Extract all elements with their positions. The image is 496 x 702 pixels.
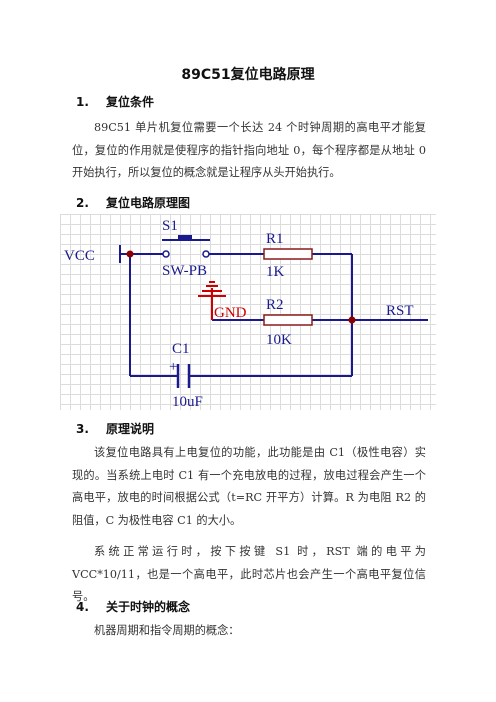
paragraph-clock-concepts: 机器周期和指令周期的概念： xyxy=(94,624,240,637)
label-vcc: VCC xyxy=(64,248,95,264)
junction-node-left xyxy=(126,250,134,258)
section-heading-text: 原理说明 xyxy=(106,422,155,436)
section-heading-text: 复位条件 xyxy=(106,95,155,109)
label-r2: R2 xyxy=(266,297,284,313)
section-number: 2. xyxy=(76,196,89,210)
page-title: 89C51复位电路原理 xyxy=(181,67,315,83)
label-s1: S1 xyxy=(162,218,178,234)
switch-contact-left xyxy=(162,250,170,258)
paragraph-key-reset: 系统正常运行时，按下按键 S1 时，RST 端的电平为 VCC*10/11，也是… xyxy=(72,545,426,603)
label-c1-value: 10uF xyxy=(172,394,203,410)
gnd-symbol xyxy=(198,281,226,320)
switch-button-cap xyxy=(178,235,192,240)
section-heading-4: 4. 关于时钟的概念 xyxy=(76,598,190,615)
schematic-grid xyxy=(60,214,436,410)
section-number: 3. xyxy=(76,422,89,436)
section-heading-text: 关于时钟的概念 xyxy=(106,600,191,614)
label-c1: C1 xyxy=(172,341,190,357)
label-rst: RST xyxy=(386,303,414,319)
capacitor-c1 xyxy=(176,364,191,388)
junction-node-right xyxy=(348,316,356,324)
section-number: 4. xyxy=(76,600,89,614)
label-r1-value: 1K xyxy=(266,264,285,280)
label-r1: R1 xyxy=(266,231,284,247)
paragraph-reset-condition: 89C51 单片机复位需要一个长达 24 个时钟周期的高电平才能复位，复位的作用… xyxy=(72,121,426,179)
resistor-r1 xyxy=(263,248,313,260)
switch-contact-right xyxy=(202,250,210,258)
section-heading-3: 3. 原理说明 xyxy=(76,420,154,437)
schematic-svg: VCC S1 SW-PB R1 1K R2 10K GND RST C1 + 1… xyxy=(64,218,428,410)
section-heading-1: 1. 复位条件 xyxy=(76,93,154,110)
label-sw-pb: SW-PB xyxy=(162,263,207,279)
switch-s1 xyxy=(162,235,210,258)
section-heading-2: 2. 复位电路原理图 xyxy=(76,194,190,211)
resistor-r2 xyxy=(263,314,313,326)
paragraph-principle: 该复位电路具有上电复位的功能，此功能是由 C1（极性电容）实现的。当系统上电时 … xyxy=(72,446,426,527)
label-gnd: GND xyxy=(214,305,247,321)
reset-circuit-schematic: VCC S1 SW-PB R1 1K R2 10K GND RST C1 + 1… xyxy=(60,214,436,410)
section-number: 1. xyxy=(76,95,89,109)
label-c1-plus: + xyxy=(169,359,177,375)
section-heading-text: 复位电路原理图 xyxy=(106,196,191,210)
label-r2-value: 10K xyxy=(266,332,292,348)
